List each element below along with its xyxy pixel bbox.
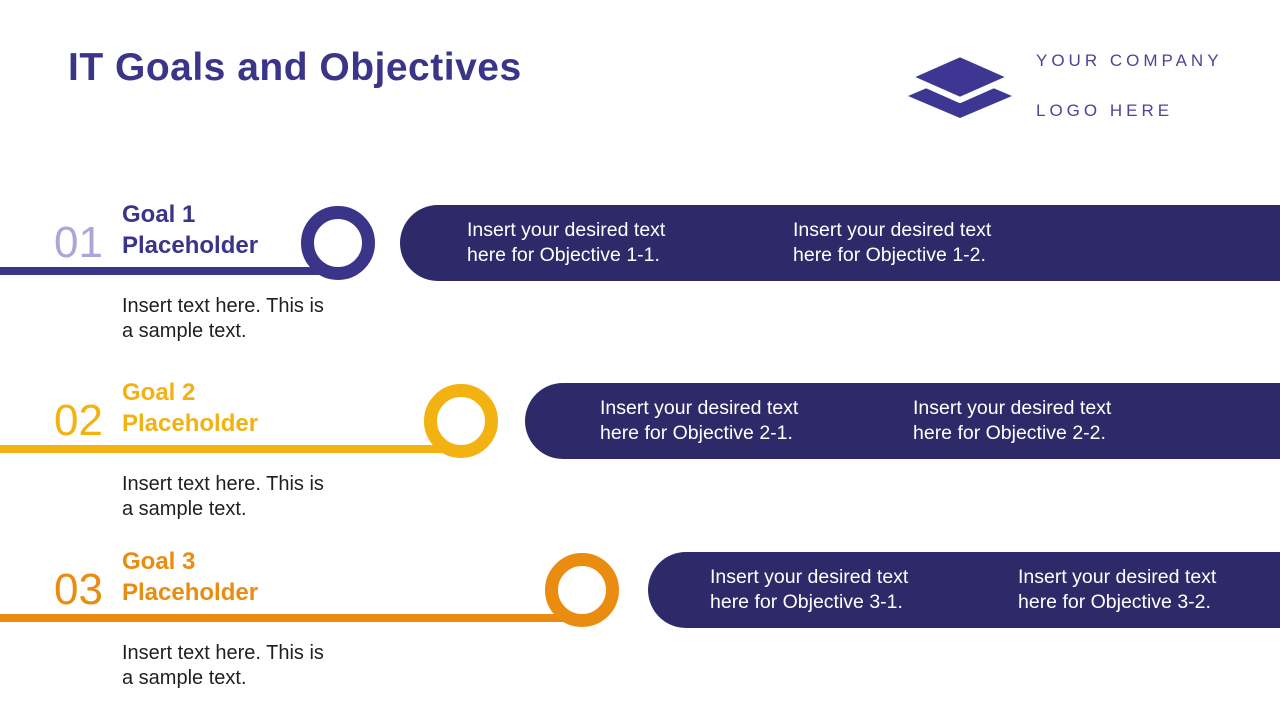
company-logo: YOUR COMPANY LOGO HERE (908, 48, 1223, 123)
objective-text-1-1: Insert your desired text here for Object… (467, 218, 666, 267)
goal-number-2: 02 (54, 396, 103, 445)
objective-text-3-2: Insert your desired text here for Object… (1018, 565, 1217, 614)
objectives-bar-3 (648, 552, 1280, 628)
objectives-bar-1 (400, 205, 1280, 281)
objective-text-2-1: Insert your desired text here for Object… (600, 396, 799, 445)
goal-divider-line-3 (0, 614, 585, 622)
objective-text-3-1: Insert your desired text here for Object… (710, 565, 909, 614)
goal-divider-line-1 (0, 267, 341, 275)
goal-title-1: Goal 1 Placeholder (122, 201, 259, 259)
logo-text-line2: LOGO HERE (1036, 101, 1174, 120)
goal-description-2: Insert text here. This is a sample text. (122, 473, 324, 520)
goal-number-3: 03 (54, 565, 103, 614)
circle-marker-3 (545, 553, 619, 627)
circle-marker-1 (301, 206, 375, 280)
goal-row-2: Insert your desired text here for Object… (0, 379, 1280, 553)
layers-icon (908, 53, 1012, 118)
goal-description-1: Insert text here. This is a sample text. (122, 295, 324, 342)
goal-divider-line-2 (0, 445, 464, 453)
goal-row-1: Insert your desired text here for Object… (0, 201, 1280, 375)
goal-row-3: Insert your desired text here for Object… (0, 548, 1280, 720)
circle-marker-2 (424, 384, 498, 458)
goal-title-3: Goal 3 Placeholder (122, 548, 259, 606)
objective-text-2-2: Insert your desired text here for Object… (913, 396, 1112, 445)
logo-text-line1: YOUR COMPANY (1036, 51, 1223, 70)
objective-text-1-2: Insert your desired text here for Object… (793, 218, 992, 267)
page-title: IT Goals and Objectives (68, 46, 522, 89)
objectives-bar-2 (525, 383, 1280, 459)
goal-title-2: Goal 2 Placeholder (122, 379, 259, 437)
goal-description-3: Insert text here. This is a sample text. (122, 642, 324, 689)
goal-number-1: 01 (54, 218, 103, 267)
logo-text: YOUR COMPANY LOGO HERE (1036, 48, 1223, 123)
